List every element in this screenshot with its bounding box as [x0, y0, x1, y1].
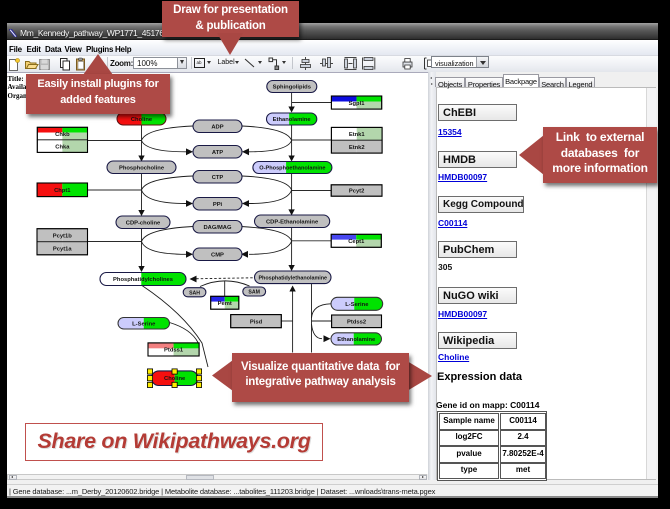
svg-text:PPi: PPi: [213, 202, 223, 208]
svg-text:Chkb: Chkb: [55, 132, 70, 138]
svg-text:CTP: CTP: [212, 175, 224, 181]
svg-text:SAH: SAH: [189, 290, 200, 296]
svg-text:Phosphocholine: Phosphocholine: [119, 165, 165, 171]
svg-text:Ptdss1: Ptdss1: [164, 348, 184, 354]
svg-text:Pcyt2: Pcyt2: [349, 189, 364, 195]
svg-text:Chpt1: Chpt1: [54, 188, 71, 194]
svg-text:Pisd: Pisd: [250, 319, 263, 325]
svg-text:CDP-Ethanolamine: CDP-Ethanolamine: [266, 219, 319, 225]
svg-text:Ptdss2: Ptdss2: [347, 320, 366, 326]
svg-text:Pcyt1a: Pcyt1a: [53, 246, 72, 252]
svg-text:DAG/MAG: DAG/MAG: [203, 225, 232, 231]
svg-text:Ethanolamine: Ethanolamine: [273, 117, 312, 123]
svg-text:ADP: ADP: [211, 124, 223, 130]
svg-text:ATP: ATP: [212, 150, 223, 156]
svg-text:Cept1: Cept1: [348, 239, 365, 245]
svg-text:CMP: CMP: [211, 252, 224, 258]
svg-text:L-Serine: L-Serine: [345, 302, 369, 308]
svg-text:Pcyt1b: Pcyt1b: [53, 233, 72, 239]
svg-text:Choline: Choline: [164, 376, 186, 382]
svg-text:SAM: SAM: [248, 290, 260, 296]
svg-text:Choline: Choline: [131, 117, 153, 123]
svg-text:Pemt: Pemt: [218, 301, 232, 307]
svg-text:Sphingolipids: Sphingolipids: [273, 85, 311, 91]
svg-text:Etnk1: Etnk1: [349, 132, 366, 138]
svg-text:O-Phosphoethanolamine: O-Phosphoethanolamine: [259, 166, 325, 172]
svg-text:Ethanolamine: Ethanolamine: [337, 337, 376, 343]
svg-text:Phosphatidylcholines: Phosphatidylcholines: [113, 277, 173, 283]
svg-text:Etnk2: Etnk2: [349, 145, 365, 151]
svg-text:Chka: Chka: [55, 144, 70, 150]
svg-text:CDP-choline: CDP-choline: [126, 220, 161, 226]
svg-text:Phosphatidylethanolamine: Phosphatidylethanolamine: [258, 275, 327, 281]
svg-text:L-Serine: L-Serine: [132, 321, 156, 327]
svg-text:Sgpl1: Sgpl1: [349, 101, 366, 107]
